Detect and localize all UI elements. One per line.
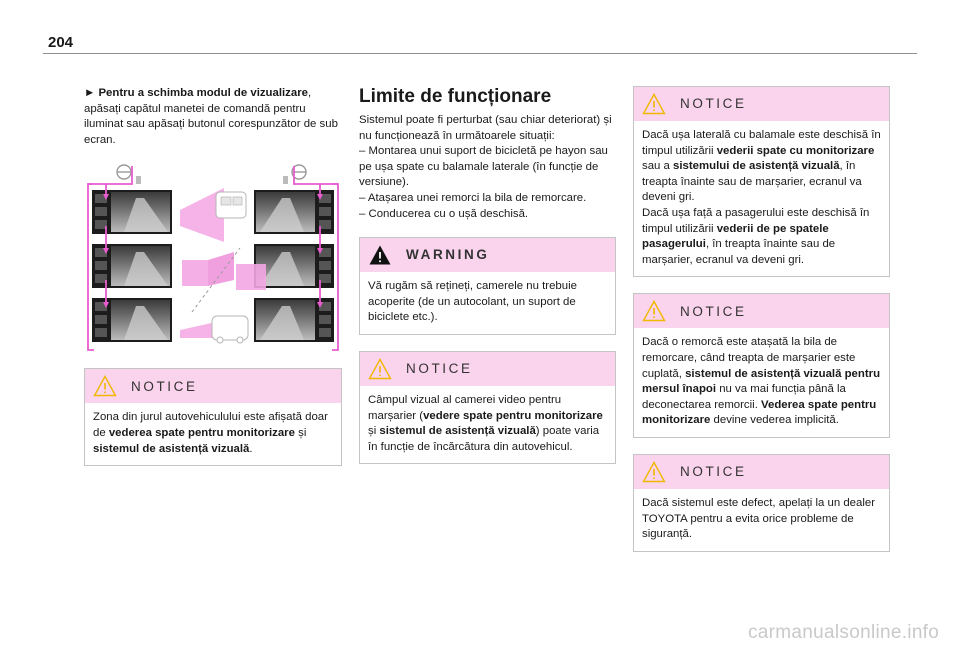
notice-header: NOTICE — [634, 87, 889, 121]
limit-item-1: – Montarea unui suport de bicicletă pe h… — [359, 145, 608, 189]
view-mode-instruction: ► Pentru a schimba modul de vizualizare,… — [84, 87, 338, 146]
arrow-bullet-icon: ► — [84, 87, 99, 99]
column-2: Limite de funcționare Sistemul poate fi … — [359, 86, 616, 465]
limits-intro: Sistemul poate fi perturbat (sau chiar d… — [359, 114, 612, 142]
notice-header: NOTICE — [634, 454, 889, 489]
warning-header: WARNING — [360, 238, 615, 273]
notice-box-side-door: NOTICE Dacă ușa laterală cu balamale est… — [633, 86, 890, 278]
header-divider — [43, 53, 917, 54]
caution-triangle-icon — [642, 460, 666, 483]
caution-triangle-icon — [368, 357, 392, 380]
page-number: 204 — [48, 34, 74, 51]
notice-box-fault: NOTICE Dacă sistemul este defect, apelaț… — [633, 453, 890, 552]
notice-text: Dacă o remorcă este atașată la bila de r… — [642, 336, 881, 427]
notice-header: NOTICE — [85, 369, 341, 404]
caution-triangle-icon — [642, 300, 666, 322]
camera-views-illustration — [84, 162, 342, 358]
caution-triangle-icon — [642, 93, 666, 115]
notice-title: NOTICE — [680, 303, 747, 319]
notice-text: Dacă sistemul este defect, apelați la un… — [642, 496, 876, 541]
section-title: Limite de funcționare — [359, 86, 552, 107]
notice-header: NOTICE — [360, 351, 615, 386]
warning-box: WARNING Vă rugăm să rețineți, camerele n… — [359, 237, 616, 335]
notice-box-trailer: NOTICE Dacă o remorcă este atașată la bi… — [633, 293, 890, 438]
limit-item-2: – Atașarea unei remorci la bila de remor… — [359, 191, 587, 204]
column-1: ► Pentru a schimba modul de vizualizare,… — [84, 86, 342, 467]
notice-text: Câmpul vizual al camerei video pentru ma… — [368, 393, 603, 453]
limit-item-3: – Conducerea cu o ușă deschisă. — [359, 207, 529, 220]
notice-text: Dacă ușa laterală cu balamale este desch… — [642, 129, 881, 266]
warning-title: WARNING — [406, 247, 490, 263]
caution-triangle-icon — [93, 375, 117, 397]
notice-title: NOTICE — [680, 464, 747, 480]
watermark: carmanualsonline.info — [748, 622, 940, 643]
notice-title: NOTICE — [131, 378, 198, 394]
notice-title: NOTICE — [406, 361, 473, 377]
warning-triangle-icon — [369, 245, 391, 265]
notice-box: NOTICE Câmpul vizual al camerei video pe… — [359, 350, 616, 465]
notice-title: NOTICE — [680, 96, 747, 112]
notice-text: Zona din jurul autovehiculului este afiș… — [93, 411, 328, 455]
warning-text: Vă rugăm să rețineți, camerele nu trebui… — [368, 280, 577, 324]
notice-box: NOTICE Zona din jurul autovehiculului es… — [84, 368, 342, 467]
column-3: NOTICE Dacă ușa laterală cu balamale est… — [633, 86, 890, 552]
camera-views-diagram — [87, 164, 339, 352]
notice-header: NOTICE — [634, 294, 889, 329]
